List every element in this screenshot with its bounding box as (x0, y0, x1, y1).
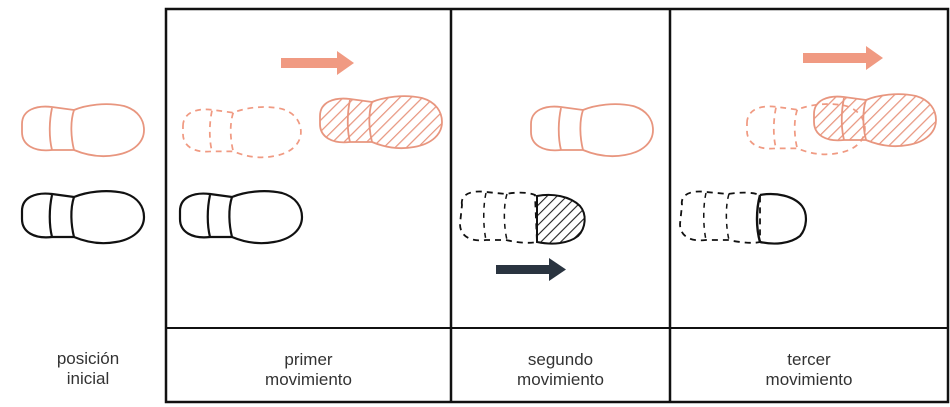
caption-step1-line2: movimiento (265, 370, 352, 389)
panel-frame (164, 7, 950, 404)
leader-moved-footprint-icon (813, 93, 937, 148)
follower-moving-footprint-icon (459, 190, 586, 245)
step1-panel (178, 51, 443, 245)
step2-panel (459, 103, 654, 281)
follower-footprint-icon (178, 190, 304, 245)
leader-footprint-icon (530, 103, 654, 158)
leader-arrow-icon (803, 53, 867, 63)
leader-moved-footprint-icon (319, 95, 443, 150)
leader-arrow-icon (281, 58, 338, 68)
leader-previous-footprint-icon (182, 106, 302, 159)
follower-moved-footprint-icon (679, 190, 807, 245)
caption-step2: segundo movimiento (451, 350, 670, 390)
initial-position-panel (20, 103, 146, 245)
follower-arrow-icon (496, 265, 550, 274)
leader-arrowhead-icon (866, 46, 883, 70)
caption-step1: primer movimiento (166, 350, 451, 390)
leader-footprint-icon (21, 103, 145, 158)
caption-step3: tercer movimiento (670, 350, 948, 390)
caption-step3-line1: tercer (787, 350, 831, 369)
leader-arrowhead-icon (337, 51, 354, 75)
caption-step1-line1: primer (284, 350, 333, 369)
step3-panel (679, 46, 937, 245)
frame-outer (164, 7, 950, 404)
caption-step2-line1: segundo (527, 350, 594, 369)
follower-arrowhead-icon (549, 258, 566, 281)
caption-initial: posición inicial (18, 349, 158, 389)
caption-initial-line2: inicial (66, 369, 110, 388)
caption-initial-line1: posición (56, 349, 120, 368)
caption-step2-line2: movimiento (517, 370, 604, 389)
caption-step3-line2: movimiento (765, 370, 853, 389)
follower-footprint-icon (20, 190, 146, 245)
